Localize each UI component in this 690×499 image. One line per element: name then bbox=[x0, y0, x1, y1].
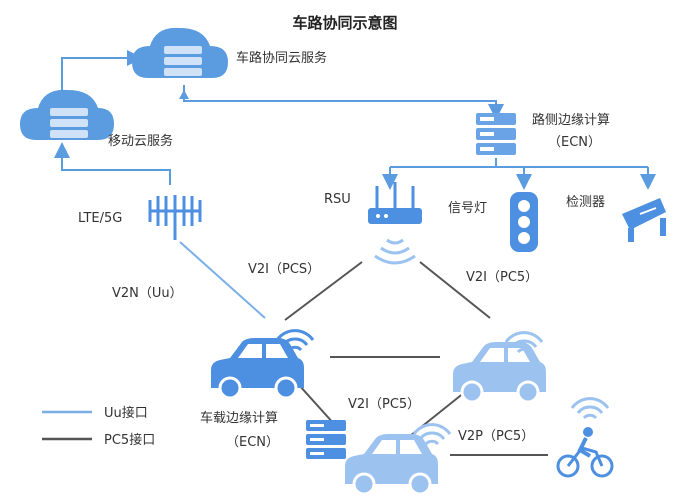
arrow-mobile-to-coop-cloud bbox=[61, 50, 143, 95]
rsu-icon bbox=[368, 182, 422, 224]
rsu-label: RSU bbox=[324, 192, 351, 207]
traffic-light-icon bbox=[510, 192, 538, 252]
pc5-link-rsu-car-right bbox=[419, 261, 491, 319]
camera-icon bbox=[622, 198, 666, 242]
pc5-link-rsu-car-left bbox=[284, 261, 363, 321]
car-bottom-icon bbox=[345, 434, 438, 496]
car-right-icon bbox=[453, 342, 546, 404]
link-v2n-label: V2N（Uu） bbox=[112, 286, 183, 301]
edge-ecn-label-line1: 路侧边缘计算 bbox=[532, 112, 610, 128]
link-v2i-bottom-label: V2I（PC5） bbox=[348, 397, 420, 412]
vehicle-ecn-label-line2: （ECN） bbox=[226, 435, 279, 450]
arrow-tower-to-mobile-cloud bbox=[54, 142, 171, 185]
detector-label: 检测器 bbox=[566, 195, 605, 210]
car-left-icon bbox=[211, 338, 304, 400]
page-title: 车路协同示意图 bbox=[292, 14, 397, 32]
link-v2i-left-label: V2I（PCS） bbox=[248, 262, 320, 277]
cloud-coop-label: 车路协同云服务 bbox=[236, 50, 327, 66]
edge-ecn-label-line2: （ECN） bbox=[548, 135, 601, 150]
link-v2i-right-label: V2I（PC5） bbox=[466, 270, 538, 285]
cloud-coop-icon bbox=[132, 27, 228, 78]
legend-uu-label: Uu接口 bbox=[104, 405, 148, 421]
cloud-mobile-icon bbox=[20, 89, 114, 140]
vehicle-server-icon bbox=[306, 420, 346, 459]
cyclist-icon bbox=[556, 427, 614, 478]
lte-label: LTE/5G bbox=[78, 211, 122, 226]
vehicle-ecn-label-line1: 车载边缘计算 bbox=[200, 410, 278, 426]
legend-pc5-label: PC5接口 bbox=[104, 432, 155, 448]
cyclist-signal-icon bbox=[570, 397, 610, 420]
lte-tower-icon bbox=[148, 195, 202, 240]
arrow-coop-cloud-to-edge bbox=[183, 85, 504, 120]
link-v2p-label: V2P（PC5） bbox=[458, 429, 534, 444]
signal-label: 信号灯 bbox=[448, 201, 487, 216]
cloud-mobile-label: 移动云服务 bbox=[108, 133, 173, 149]
edge-server-icon bbox=[476, 113, 516, 155]
arrowhead-to-coop-cloud bbox=[179, 90, 189, 99]
rsu-signal-icon bbox=[374, 238, 416, 265]
uu-link-v2n bbox=[179, 241, 266, 319]
